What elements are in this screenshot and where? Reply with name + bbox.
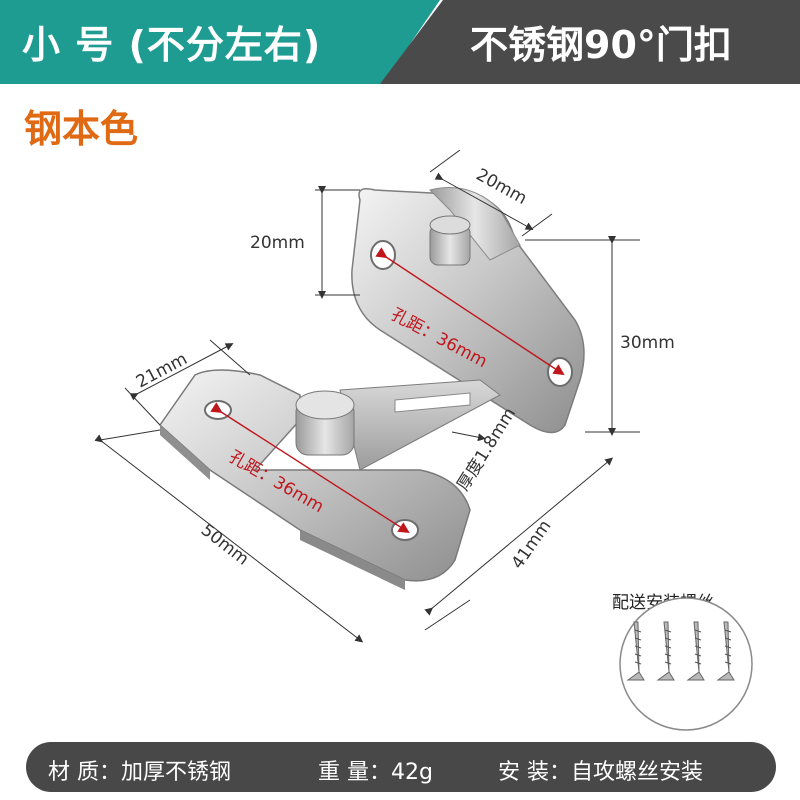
screws-illustration [619,597,753,731]
dim-bottom-length: 50mm [197,520,252,569]
screw-icon [626,621,645,681]
spec-bar: 材 质：加厚不锈钢 重 量：42g 安 装：自攻螺丝安装 [26,742,776,792]
size-label: 小 号 (不分左右) [22,23,322,67]
spec-install: 安 装：自攻螺丝安装 [498,760,703,785]
hole-distance-lines [210,247,565,534]
dim-top-height: 20mm [250,233,305,253]
finish-label: 钢本色 [24,107,139,151]
dim-right-height: 30mm [620,333,675,353]
product-title: 不锈钢90°门扣 [470,23,732,67]
screw-icon [656,621,675,681]
dim-thickness: 厚度1.8mm [453,404,520,494]
header-banner: 小 号 (不分左右) 不锈钢90°门扣 [0,0,800,84]
screw-icon [686,621,705,681]
spec-material: 材 质：加厚不锈钢 [48,760,231,785]
header-left-panel [0,0,440,84]
dim-left-width: 21mm [133,349,191,392]
dimension-lines [94,150,640,643]
screw-icon [716,621,735,681]
latch-illustration: 20mm 20mm 30mm 21mm 孔距：36mm 孔距：36mm 厚度1.… [94,150,675,643]
spec-weight: 重 量：42g [318,760,433,785]
header-right-panel [380,0,800,84]
